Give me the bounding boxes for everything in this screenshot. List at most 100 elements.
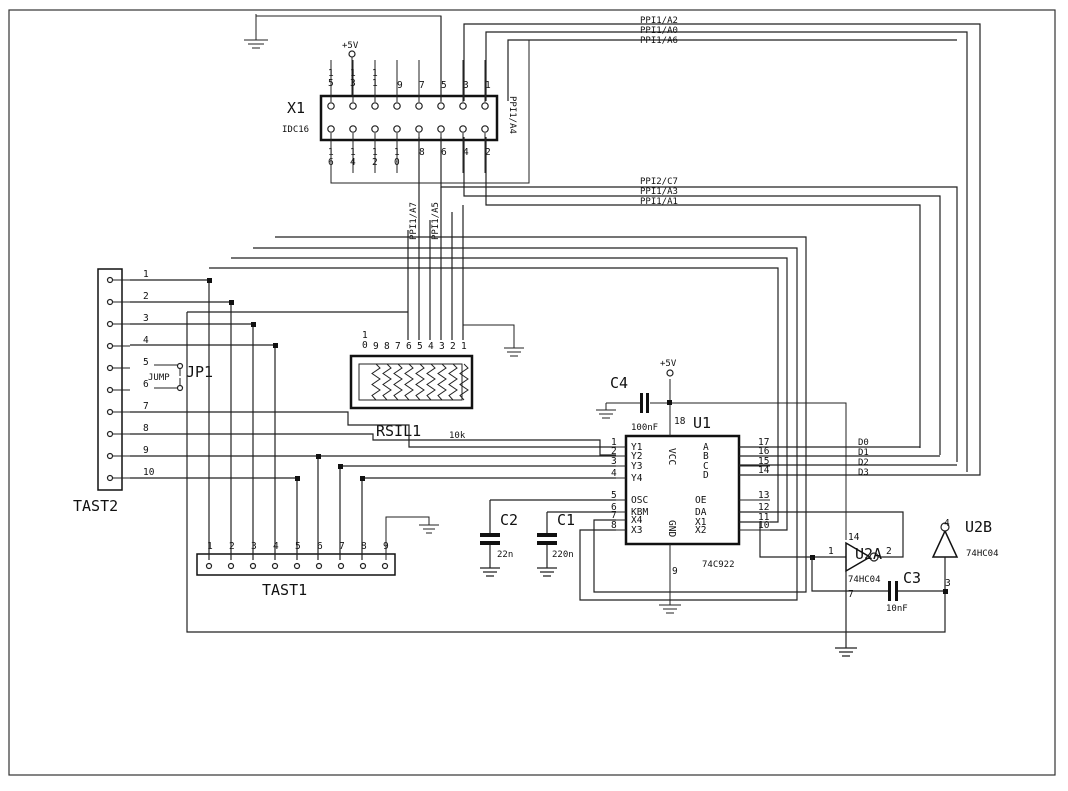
- resistor-element: [371, 363, 381, 401]
- u1-vcc-pin: 18: [674, 416, 686, 427]
- tast1-pin: [293, 562, 301, 570]
- tast1-pin-label: 7: [339, 541, 345, 552]
- x1-pin: [349, 125, 357, 133]
- u1-pin-num: 8: [611, 520, 617, 531]
- x1-pin: [371, 102, 379, 110]
- u1-pin-name: Y2: [631, 451, 642, 462]
- tast2-pin: [106, 430, 114, 438]
- c4-ref: C4: [610, 374, 628, 392]
- x1-bottom-pin-label: 4: [463, 147, 469, 158]
- x1-pin: [327, 125, 335, 133]
- u1-pin-num: 11: [758, 512, 770, 523]
- u2b-pin-in: 3: [945, 578, 951, 589]
- x1-pin: [481, 102, 489, 110]
- jp1-ref: JP1: [186, 363, 213, 381]
- tast1-pin-label: 8: [361, 541, 367, 552]
- rsil1-pin-label: 6: [406, 341, 412, 352]
- tast2-pin: [106, 276, 114, 284]
- x1-value: IDC16: [282, 125, 309, 135]
- tast2-pin: [106, 364, 114, 372]
- u1-pin-name: B: [703, 451, 709, 462]
- x1-power-label: +5V: [342, 41, 359, 51]
- u2b-ref: U2B: [965, 518, 992, 536]
- x1-bottom-pin-label: 1: [372, 147, 378, 158]
- net-ppi2-c7: PPI2/C7: [640, 177, 678, 187]
- tast1-pin: [271, 562, 279, 570]
- u1-pin-num: 4: [611, 468, 617, 479]
- x1-top-pin-label: 1: [372, 78, 378, 89]
- x1-bottom-pin-label: 1: [394, 147, 400, 158]
- tast1-pin-label: 3: [251, 541, 257, 552]
- rsil1-pin-label: 4: [428, 341, 434, 352]
- net-d3: D3: [858, 468, 869, 478]
- tast2-pin-label: 8: [143, 423, 149, 434]
- u2b-inverter: U2B 74HC04 4 3: [931, 518, 999, 594]
- net-ppi1-a7: PPI1/A7: [409, 202, 419, 240]
- rsil1-pin-label: 1: [461, 341, 467, 352]
- x1-bottom-pin-label: 6: [441, 147, 447, 158]
- x1-ref: X1: [287, 99, 305, 117]
- resistor-element: [426, 363, 436, 401]
- u2a-pin-in: 1: [828, 546, 834, 557]
- tast2-ref: TAST2: [73, 497, 118, 515]
- tast2-pin-label: 2: [143, 291, 149, 302]
- tast2-pin: [106, 386, 114, 394]
- u1-pin-num: 3: [611, 456, 617, 467]
- x1-pin: [393, 102, 401, 110]
- u1-pin-num: 1: [611, 437, 617, 448]
- u1-pin-name: X1: [695, 517, 707, 528]
- c2-ref: C2: [500, 511, 518, 529]
- c3-value: 10nF: [886, 604, 908, 614]
- u1-pin-num: 2: [611, 446, 617, 457]
- u2a-ref: U2A: [855, 545, 882, 563]
- c1-value: 220n: [552, 550, 574, 560]
- net-ppi1-a6: PPI1/A6: [640, 36, 678, 46]
- resistor-element: [448, 363, 458, 401]
- tast2-pin: [106, 408, 114, 416]
- x1-pin: [459, 102, 467, 110]
- c2-value: 22n: [497, 550, 513, 560]
- tast2-pin-label: 6: [143, 379, 149, 390]
- tast1-pin: [205, 562, 213, 570]
- net-ppi1-a1: PPI1/A1: [640, 197, 678, 207]
- c3-ref: C3: [903, 569, 921, 587]
- u1-pin-num: 13: [758, 490, 769, 501]
- tast2-pin-label: 10: [143, 467, 155, 478]
- rsil1-pin-label: 9: [373, 341, 379, 352]
- u1-pin-name: DA: [695, 507, 707, 518]
- jp1-jumper: JP1 JUMP: [148, 362, 213, 392]
- tast2-pin-label: 7: [143, 401, 149, 412]
- x1-pin: [371, 125, 379, 133]
- net-ppi1-a0: PPI1/A0: [640, 26, 678, 36]
- tast1-pin: [249, 562, 257, 570]
- tast2-pin-label: 3: [143, 313, 149, 324]
- c4-capacitor: +5V C4 100nF: [596, 359, 847, 540]
- u1-vcc-label: VCC: [666, 448, 677, 465]
- tast1-pin-label: 6: [317, 541, 323, 552]
- u1-pin-num: 5: [611, 490, 617, 501]
- c1-capacitor: C1 220n: [537, 511, 616, 577]
- tast2-pin: [106, 298, 114, 306]
- c2-capacitor: C2 22n: [480, 499, 616, 577]
- x1-pin: [459, 125, 467, 133]
- net-ppi1-a5: PPI1/A5: [431, 202, 441, 240]
- u2a-pin-gnd: 7: [848, 589, 854, 600]
- u1-pin-name: X3: [631, 525, 642, 536]
- rsil1-pin-label: 7: [395, 341, 401, 352]
- u1-pin-num: 15: [758, 456, 769, 467]
- x1-top-pin-label: 7: [419, 80, 425, 91]
- c1-ref: C1: [557, 511, 575, 529]
- tast1-pin: [381, 562, 389, 570]
- x1-bottom-pin-label: 4: [350, 157, 356, 168]
- tast1-pin: [337, 562, 345, 570]
- tast1-pin-label: 4: [273, 541, 279, 552]
- rsil1-pin-label: 3: [439, 341, 445, 352]
- u1-pin-name: KBM: [631, 507, 648, 518]
- u2b-pin-vcc: 4: [944, 518, 950, 529]
- u1-pin-name: A: [703, 442, 709, 453]
- x1-top-pin-label: 1: [372, 68, 378, 79]
